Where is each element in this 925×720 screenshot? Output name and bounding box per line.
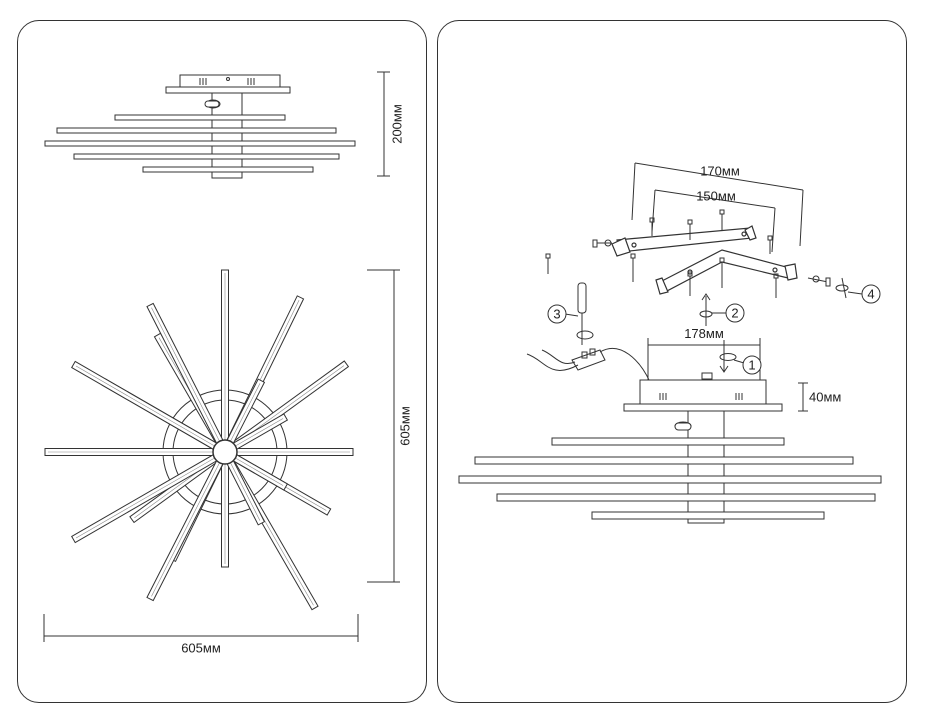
top-view: 605мм 605мм: [43, 269, 412, 656]
mount-spacing-label: 178мм: [684, 326, 724, 341]
bracket-dimensions: 170мм 150мм: [631, 162, 804, 253]
installed-lamp: [458, 379, 882, 524]
side-view: 200мм: [44, 71, 404, 179]
mounting-bracket: [611, 225, 798, 295]
right-panel: [437, 20, 907, 703]
step-4: 4: [847, 284, 881, 304]
canopy-height-dimension: 40мм: [798, 382, 841, 412]
mount-spacing-dimension: 178мм: [647, 326, 761, 382]
canopy-height-label: 40мм: [809, 389, 841, 404]
light-bar-inner-7: [151, 383, 261, 597]
light-bar-inner-9: [75, 365, 284, 486]
step-3: 3: [547, 304, 579, 324]
step-3-number: 3: [553, 306, 560, 321]
bracket-inner-label: 150мм: [696, 188, 736, 203]
arrow-step-1: [701, 340, 737, 380]
terminal-block: [526, 347, 651, 383]
step-2-number: 2: [731, 305, 738, 320]
rotate-symbol-4: [835, 277, 849, 299]
light-bar-inner-8: [75, 418, 284, 539]
light-bar-inner-10: [151, 307, 261, 521]
step-2: 2: [712, 303, 745, 323]
top-height-label: 605мм: [397, 406, 412, 446]
arrow-step-2: [699, 293, 713, 326]
bracket-outer-label: 170мм: [700, 163, 740, 178]
top-width-label: 605мм: [181, 641, 221, 656]
side-height-label: 200мм: [389, 104, 404, 144]
step-1: 1: [733, 355, 762, 375]
step-4-number: 4: [867, 286, 874, 301]
step-1-number: 1: [748, 357, 755, 372]
screwdriver-icon: [576, 282, 594, 345]
screws: [545, 209, 831, 298]
